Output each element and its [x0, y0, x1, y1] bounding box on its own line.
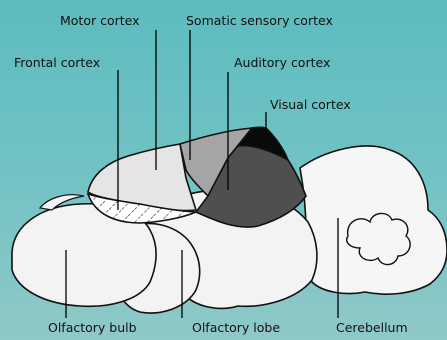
olfactory-lobe-label: Olfactory lobe — [192, 321, 280, 335]
cerebellum-label: Cerebellum — [336, 321, 408, 335]
somatic-sensory-cortex-label: Somatic sensory cortex — [186, 14, 333, 28]
visual-cortex-label: Visual cortex — [270, 98, 351, 112]
cerebellum-region — [300, 146, 447, 294]
olfactory-bulb-label: Olfactory bulb — [48, 321, 137, 335]
frontal-cortex-label: Frontal cortex — [14, 56, 100, 70]
motor-cortex-label: Motor cortex — [60, 14, 140, 28]
auditory-cortex-label: Auditory cortex — [234, 56, 330, 70]
